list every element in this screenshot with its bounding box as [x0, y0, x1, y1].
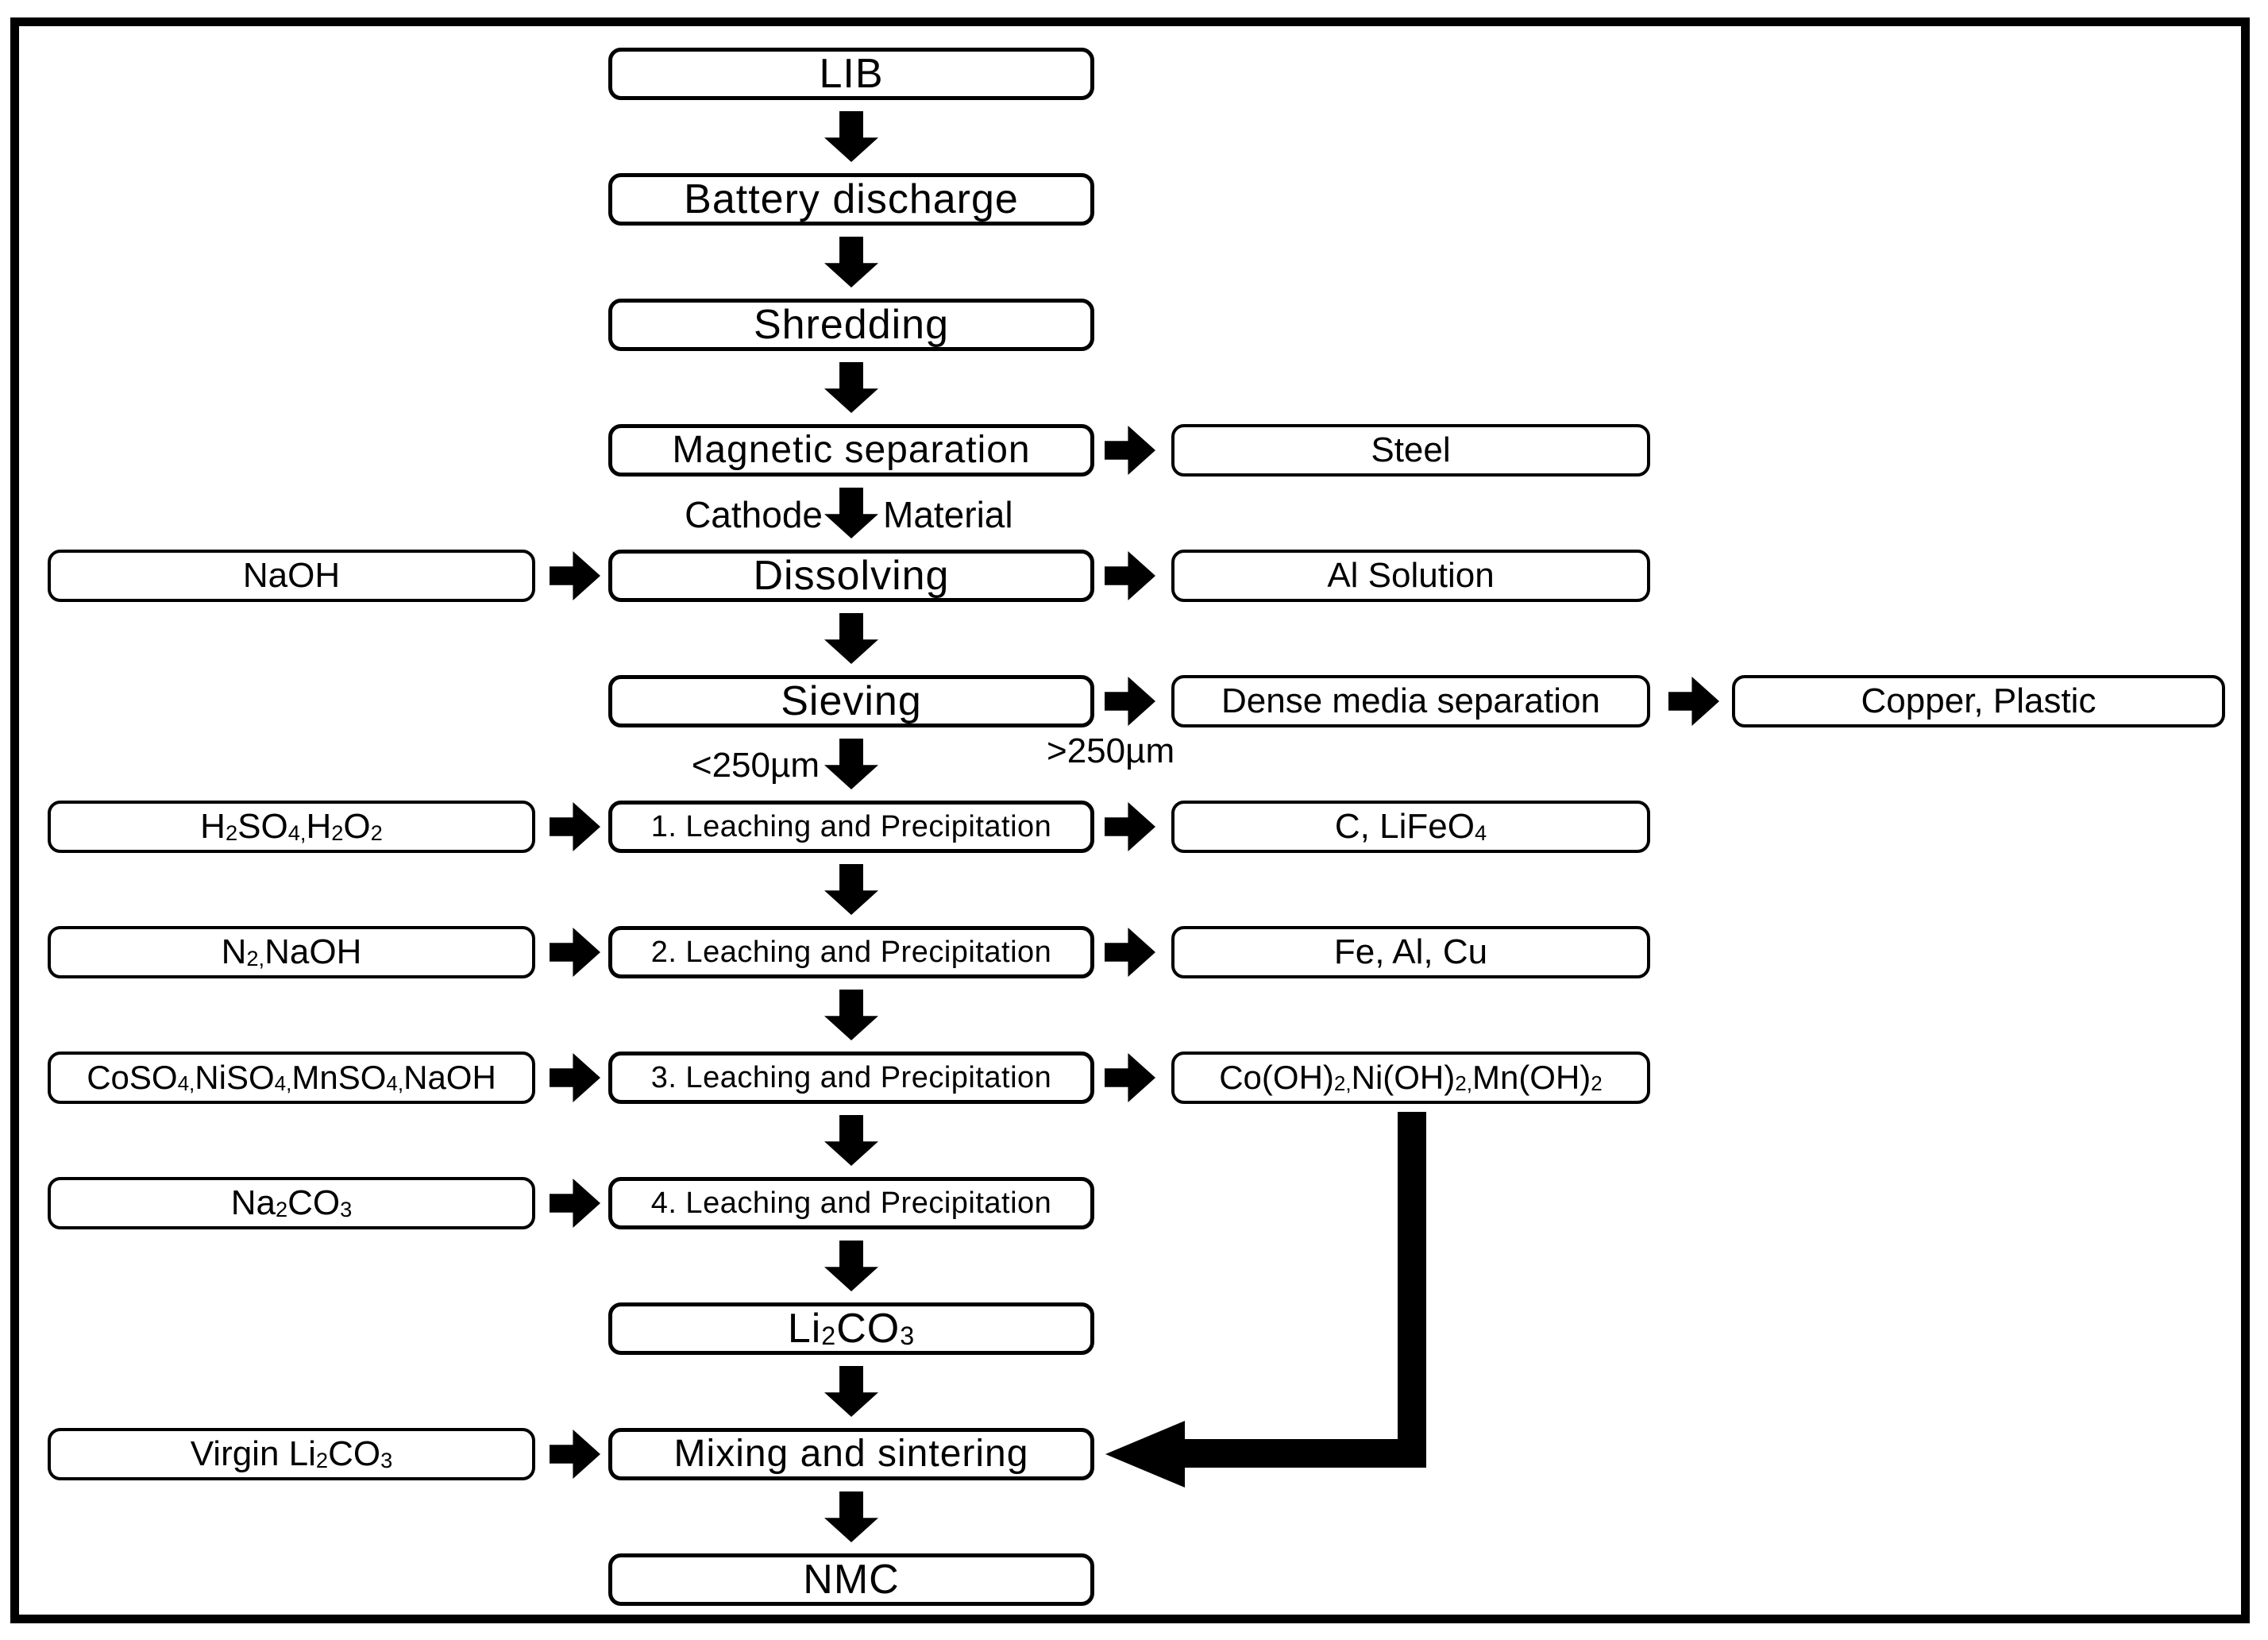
- node-leaching-3: 3. Leaching and Precipitation: [608, 1052, 1094, 1104]
- output-steel: Steel: [1171, 424, 1650, 477]
- label-cathode-material-left: Cathode: [685, 494, 823, 535]
- input-naoh: NaOH: [48, 550, 535, 602]
- node-magnetic-separation: Magnetic separation: [608, 424, 1094, 477]
- label-under-250um: <250µm: [691, 746, 820, 785]
- diagram-border: [10, 17, 2250, 1623]
- label-over-250um: >250µm: [1047, 731, 1175, 770]
- output-hydroxides: Co(OH)2, Ni(OH)2, Mn(OH)2: [1171, 1052, 1650, 1104]
- feedback-arrow-vertical-segment: [1398, 1112, 1426, 1468]
- node-sieving: Sieving: [608, 675, 1094, 727]
- node-dense-media-separation: Dense media separation: [1171, 675, 1650, 727]
- output-fe-al-cu: Fe, Al, Cu: [1171, 926, 1650, 978]
- node-lib: LIB: [608, 48, 1094, 100]
- feedback-arrow-horizontal-segment: [1183, 1439, 1426, 1468]
- node-mixing-and-sintering: Mixing and sintering: [608, 1428, 1094, 1480]
- label-cathode-material-right: Material: [883, 494, 1013, 535]
- node-leaching-2: 2. Leaching and Precipitation: [608, 926, 1094, 978]
- node-battery-discharge: Battery discharge: [608, 173, 1094, 226]
- node-shredding: Shredding: [608, 299, 1094, 351]
- output-al-solution: Al Solution: [1171, 550, 1650, 602]
- node-leaching-4: 4. Leaching and Precipitation: [608, 1177, 1094, 1229]
- node-dissolving: Dissolving: [608, 550, 1094, 602]
- output-copper-plastic: Copper, Plastic: [1732, 675, 2225, 727]
- node-leaching-1: 1. Leaching and Precipitation: [608, 801, 1094, 853]
- node-nmc: NMC: [608, 1553, 1094, 1606]
